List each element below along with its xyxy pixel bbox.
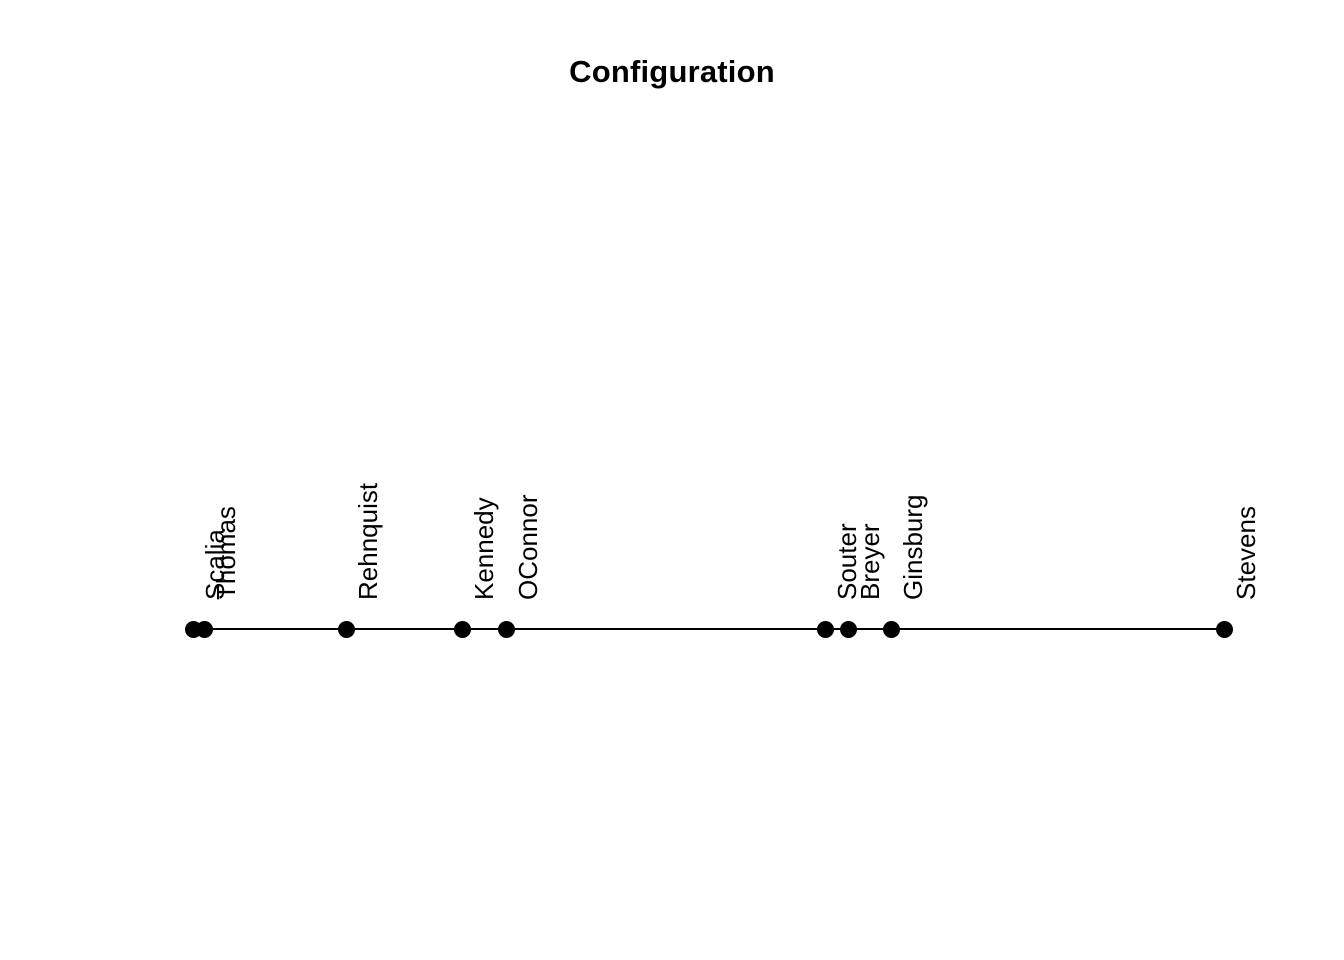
point-label: Thomas — [211, 506, 241, 600]
point-label: Ginsburg — [898, 494, 928, 601]
data-point — [1215, 620, 1233, 638]
point-label: Breyer — [855, 523, 885, 600]
data-point — [453, 620, 471, 638]
point-label: Kennedy — [469, 497, 499, 600]
data-point — [195, 620, 213, 638]
data-point — [337, 620, 355, 638]
data-point — [816, 620, 834, 638]
data-point — [497, 620, 515, 638]
page-title: Configuration — [569, 54, 775, 89]
point-label: Stevens — [1231, 506, 1261, 600]
axis-line — [191, 628, 1224, 630]
data-point — [839, 620, 857, 638]
data-point — [882, 620, 900, 638]
point-label: Rehnquist — [353, 482, 383, 600]
point-label: OConnor — [513, 494, 543, 601]
